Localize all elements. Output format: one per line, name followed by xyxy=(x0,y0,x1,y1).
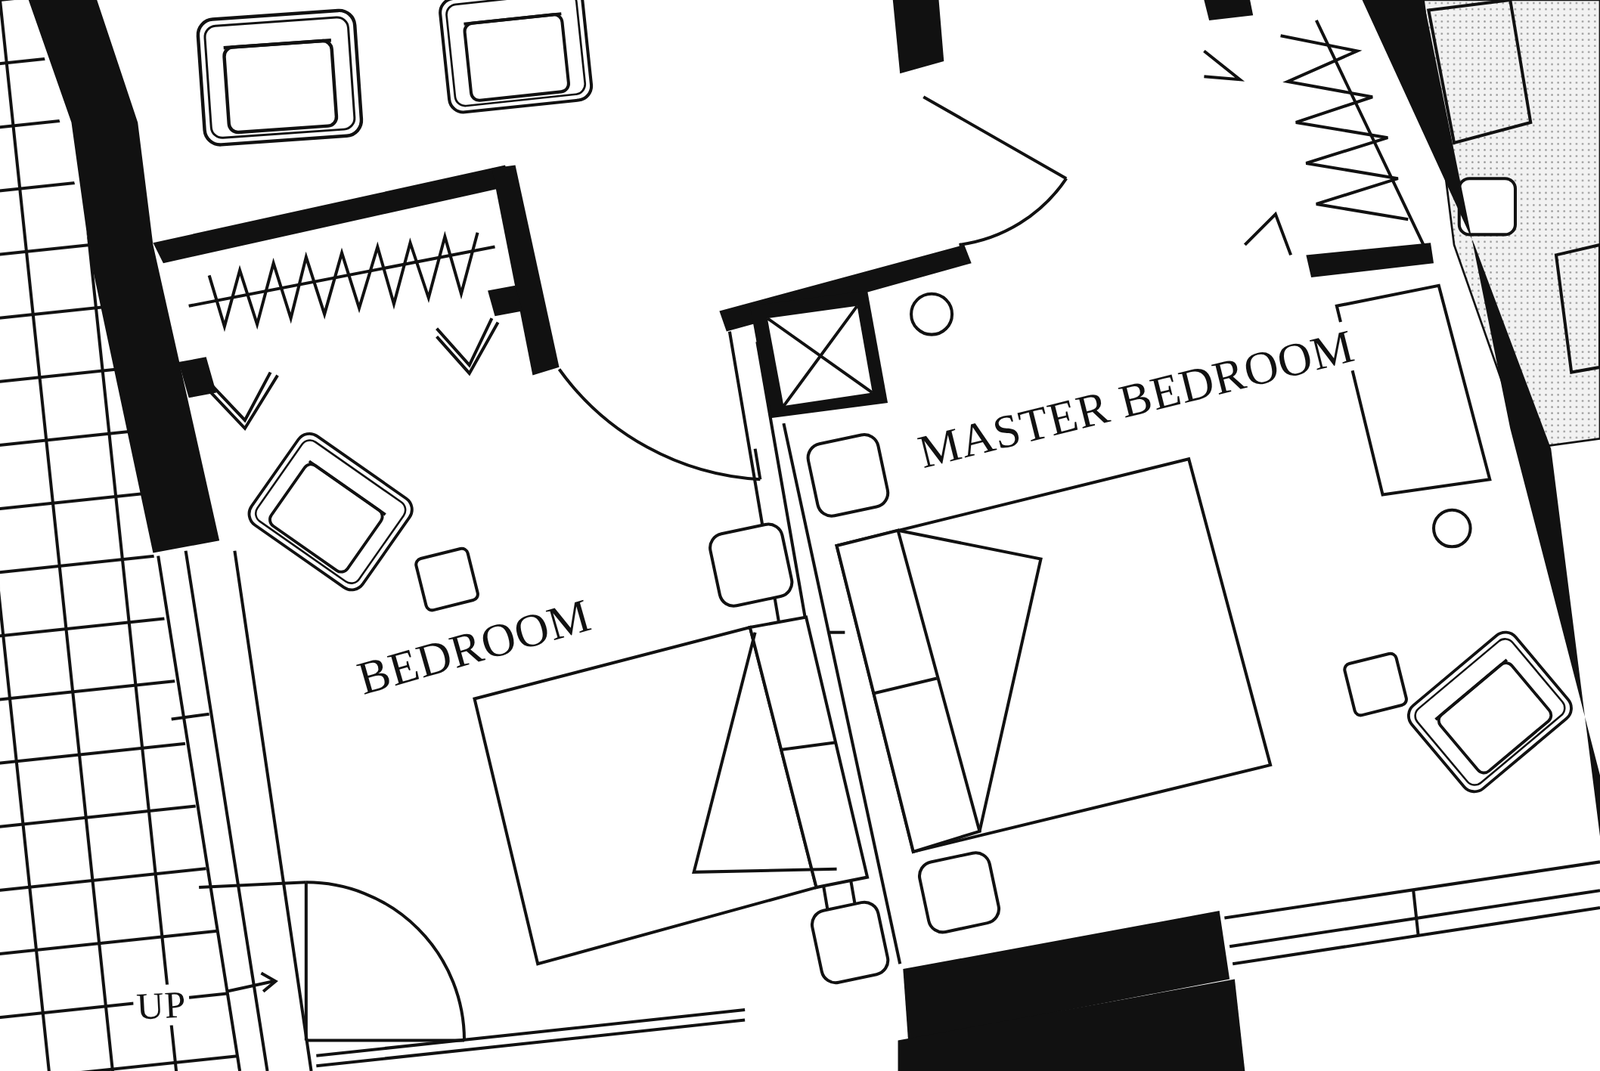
walls xyxy=(491,165,559,376)
walls xyxy=(1203,0,1253,21)
closets xyxy=(437,322,499,373)
doors xyxy=(923,96,1067,179)
windows xyxy=(316,1020,745,1067)
shaft xyxy=(767,306,873,407)
shaft xyxy=(783,306,857,407)
nightstands xyxy=(1336,285,1490,496)
closets xyxy=(1280,35,1409,220)
walls xyxy=(152,165,512,264)
nightstands xyxy=(911,294,952,335)
chairs xyxy=(243,428,417,596)
closets xyxy=(209,372,271,421)
beds xyxy=(750,617,868,888)
windows xyxy=(186,551,268,1071)
nightstands xyxy=(1343,652,1408,717)
floor-tiles xyxy=(0,0,240,1071)
nightstands xyxy=(809,899,890,987)
nightstands xyxy=(1433,510,1471,548)
room-label: MASTER BEDROOM xyxy=(910,319,1362,478)
nightstands xyxy=(917,850,1002,936)
beds xyxy=(898,530,1042,832)
doors xyxy=(306,882,465,1041)
windows xyxy=(1413,889,1419,937)
walls xyxy=(898,979,1246,1071)
walls xyxy=(893,0,944,74)
closets xyxy=(437,318,493,366)
doors xyxy=(755,449,761,480)
closets xyxy=(209,375,278,429)
shaft xyxy=(750,291,888,419)
closets xyxy=(1316,20,1424,245)
beds xyxy=(474,458,1272,965)
closets xyxy=(1244,213,1291,255)
beds xyxy=(837,458,1272,853)
beds xyxy=(780,742,835,750)
beds xyxy=(872,678,937,694)
chairs xyxy=(196,9,363,146)
chairs xyxy=(196,0,1577,798)
closets xyxy=(209,232,478,327)
closets xyxy=(1203,50,1240,80)
shaft xyxy=(750,291,888,419)
stair-label: UP xyxy=(132,983,191,1028)
doors xyxy=(559,369,761,481)
nightstands xyxy=(415,547,480,612)
nightstands xyxy=(707,521,795,609)
windows xyxy=(198,882,307,888)
windows xyxy=(234,551,311,1071)
windows xyxy=(316,1010,745,1057)
hatched-area xyxy=(1556,244,1600,373)
beds xyxy=(837,530,980,853)
walls xyxy=(487,285,523,317)
chairs xyxy=(1403,626,1578,797)
walls xyxy=(1305,242,1434,278)
walls xyxy=(28,0,1600,1071)
nightstands xyxy=(805,432,891,520)
doors xyxy=(304,882,308,1041)
walls xyxy=(28,0,220,553)
doors xyxy=(959,178,1067,245)
stair-arrow xyxy=(226,973,276,992)
windows xyxy=(171,714,210,720)
floor-tiles xyxy=(0,0,240,1071)
partition-wall xyxy=(828,631,846,635)
chairs xyxy=(438,0,593,114)
beds xyxy=(694,632,838,873)
stair-arrow xyxy=(260,973,276,992)
